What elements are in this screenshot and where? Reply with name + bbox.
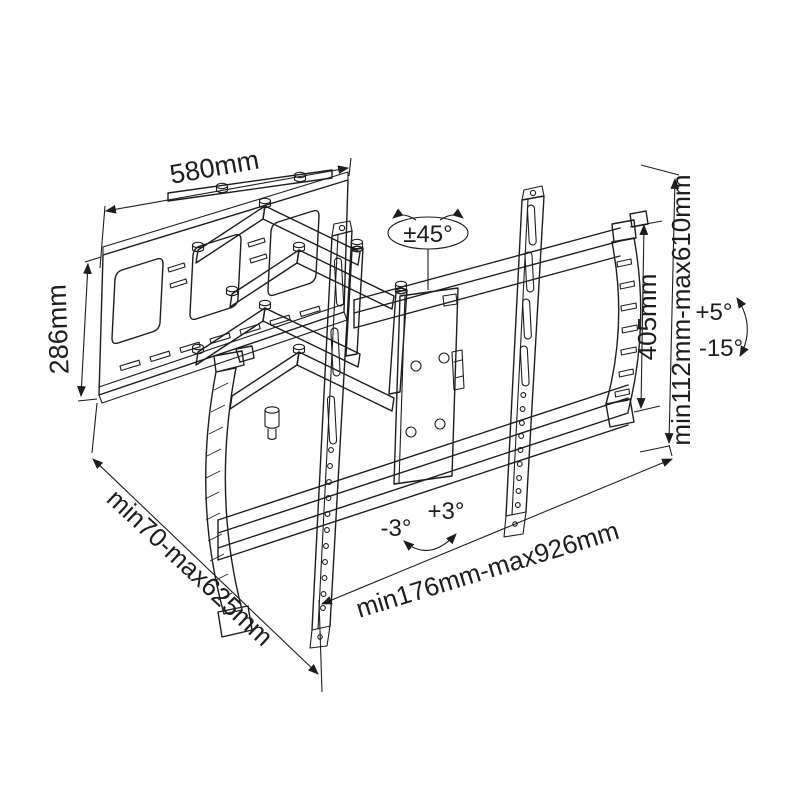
label-wall-plate-height: 286mm [41, 284, 74, 375]
label-height-range: min112mm-max610mm [666, 174, 696, 445]
vesa-hole [438, 352, 450, 364]
dimension-annotations: 580mm 286mm ±45° 405mm min112mm-max610mm [41, 145, 749, 693]
hanging-bolt [264, 406, 280, 441]
label-tilt-down: -15° [699, 335, 743, 362]
tv-rail-right [503, 185, 545, 538]
rail-top [353, 227, 621, 329]
tv-rail-left [309, 220, 353, 649]
lock-latch [451, 349, 465, 391]
articulating-arm-lower [191, 299, 395, 441]
dimension-height-range: min112mm-max610mm [639, 164, 696, 453]
rail-slot [326, 395, 338, 445]
wall-plate-slots [119, 237, 321, 372]
label-bracket-height: 405mm [632, 274, 662, 361]
dimension-top-width: 580mm [99, 145, 352, 269]
label-level-right: +3° [428, 498, 465, 525]
annotation-swivel: ±45° [387, 208, 469, 290]
vesa-hole [410, 360, 422, 372]
articulating-arm-upper [191, 197, 395, 357]
wall-plate-hole [189, 233, 242, 321]
vesa-hole [405, 426, 417, 438]
rail-holes [320, 447, 334, 611]
rail-slot [522, 298, 532, 340]
vesa-hole [434, 418, 446, 430]
label-top-width: 580mm [168, 145, 262, 190]
annotation-level: -3° +3° [381, 498, 465, 552]
wall-plate-hole [111, 257, 164, 345]
bolt-icon [350, 238, 364, 250]
rail-slot [526, 204, 537, 246]
label-tilt-up: +5° [696, 299, 733, 326]
top-clip [442, 293, 458, 307]
annotation-tilt: +5° -15° [696, 297, 749, 362]
rail-slot [330, 327, 341, 377]
dimension-bracket-height: 405mm [629, 220, 663, 413]
rail-slot [524, 251, 535, 293]
front-hinge-post [388, 280, 408, 395]
label-level-left: -3° [381, 515, 412, 542]
rail-slot [333, 257, 345, 307]
label-swivel-range: ±45° [403, 221, 452, 248]
rail-slot [519, 345, 530, 387]
wall-plate [98, 171, 349, 404]
dimension-wall-plate-height: 286mm [41, 256, 102, 402]
vesa-plate [393, 287, 465, 485]
